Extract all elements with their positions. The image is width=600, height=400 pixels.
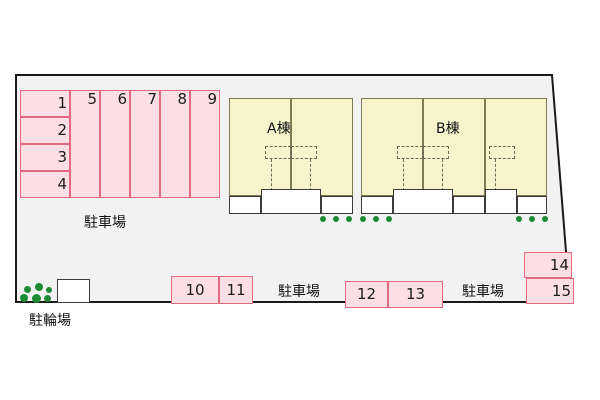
parking-space-10[interactable]: 10	[171, 276, 219, 304]
shrub-dot	[46, 287, 52, 293]
building-b-stair-1	[397, 146, 423, 159]
building-b-porch-3	[453, 196, 485, 214]
parking-area-label-top: 駐車場	[84, 212, 126, 232]
building-b-unit-1[interactable]	[361, 98, 423, 196]
parking-space-label: 7	[147, 90, 157, 108]
parking-space-label: 9	[207, 90, 217, 108]
parking-space-label: 13	[405, 285, 426, 303]
parking-space-label: 3	[57, 148, 67, 166]
parking-space-13[interactable]: 13	[388, 281, 443, 308]
bicycle-parking-label: 駐輪場	[29, 310, 71, 330]
parking-space-label: 11	[226, 280, 246, 299]
shrub-dot	[320, 216, 326, 222]
building-a-text: A棟	[267, 121, 291, 137]
parking-space-7[interactable]: 7	[130, 90, 160, 198]
parking-space-6[interactable]: 6	[100, 90, 130, 198]
parking-space-8[interactable]: 8	[160, 90, 190, 198]
building-a-stair-2	[291, 146, 317, 159]
building-b-porch-1	[361, 196, 393, 214]
building-a-porch-center	[261, 189, 321, 214]
parking-space-label: 1	[57, 94, 67, 112]
parking-area-text: 駐車場	[462, 284, 504, 300]
parking-space-4[interactable]: 4	[20, 171, 70, 198]
parking-area-text: 駐車場	[84, 215, 126, 231]
parking-space-label: 6	[117, 90, 127, 108]
shrub-dot	[529, 216, 535, 222]
parking-space-label: 5	[87, 90, 97, 108]
building-b-stair-stem-3	[495, 159, 496, 196]
shrub-dot	[373, 216, 379, 222]
parking-space-9[interactable]: 9	[190, 90, 220, 198]
shrub-dot	[360, 216, 366, 222]
shrub-dot	[386, 216, 392, 222]
parking-space-14[interactable]: 14	[524, 252, 572, 278]
shrub-dot	[542, 216, 548, 222]
shrub-dot	[35, 283, 43, 291]
shrub-dot	[516, 216, 522, 222]
building-a-stair-1	[265, 146, 291, 159]
building-b-porch-5	[517, 196, 547, 214]
building-b-stair-stem-1	[403, 159, 404, 196]
parking-area-label-right: 駐車場	[462, 281, 504, 301]
shrub-dot	[44, 295, 51, 302]
bicycle-parking-box[interactable]	[57, 279, 90, 303]
building-b-unit-2[interactable]	[423, 98, 485, 196]
parking-space-label: 10	[185, 280, 205, 299]
parking-space-3[interactable]: 3	[20, 144, 70, 171]
building-a-stair-stem-2	[310, 159, 311, 196]
building-b-label: B棟	[436, 118, 460, 138]
parking-space-5[interactable]: 5	[70, 90, 100, 198]
shrub-dot	[32, 294, 41, 303]
building-a-stair-stem-1	[271, 159, 272, 196]
parking-space-label: 8	[177, 90, 187, 108]
shrub-dot	[24, 286, 31, 293]
parking-area-label-mid: 駐車場	[278, 281, 320, 301]
shrub-dot	[346, 216, 352, 222]
building-a-porch-right	[321, 196, 353, 214]
parking-space-label: 15	[551, 281, 571, 300]
parking-space-label: 14	[549, 255, 569, 274]
parking-space-2[interactable]: 2	[20, 117, 70, 144]
parking-space-label: 2	[57, 121, 67, 139]
parking-space-label: 12	[356, 285, 377, 303]
parking-space-15[interactable]: 15	[526, 278, 574, 304]
building-b-stair-2	[423, 146, 449, 159]
parking-space-11[interactable]: 11	[219, 276, 253, 304]
building-b-text: B棟	[436, 121, 460, 137]
shrub-dot	[333, 216, 339, 222]
parking-space-1[interactable]: 1	[20, 90, 70, 117]
parking-space-12[interactable]: 12	[345, 281, 388, 308]
shrub-dot	[20, 294, 28, 302]
bicycle-parking-text: 駐輪場	[29, 313, 71, 329]
building-a-porch-left	[229, 196, 261, 214]
building-b-stair-3	[489, 146, 515, 159]
parking-space-label: 4	[57, 175, 67, 193]
building-a-label: A棟	[267, 118, 291, 138]
building-b-porch-2	[393, 189, 453, 214]
building-b-porch-4	[485, 189, 517, 214]
parking-area-text: 駐車場	[278, 284, 320, 300]
building-b-stair-stem-2	[442, 159, 443, 196]
